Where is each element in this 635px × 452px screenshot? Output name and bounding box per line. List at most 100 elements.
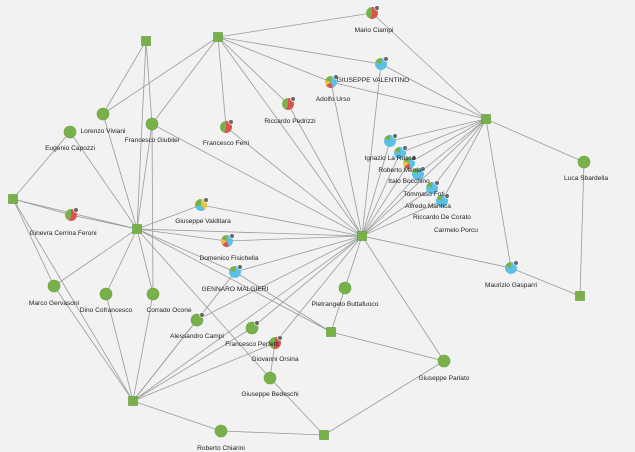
person-node-pietrangelo-buttafuoco[interactable] <box>338 281 352 295</box>
person-node-giuseppe-bedeschi[interactable] <box>263 371 277 385</box>
person-node-corrado-ocone[interactable] <box>146 287 160 301</box>
edge-eugenio-capozzi-h-center-left <box>69 131 138 230</box>
node-label-marco-gervasoni: Marco Gervasoni <box>29 300 80 307</box>
edge-ginevra-cerrina-feroni-h-center-left <box>70 214 138 230</box>
node-label-maurizio-gasparri: Maurizio Gasparri <box>485 282 538 289</box>
edge-domenico-fisichella-h-center-left <box>136 228 228 242</box>
hub-node-left[interactable] <box>8 194 18 204</box>
person-node-ginevra-cerrina-feroni[interactable] <box>64 207 79 221</box>
edge-h-center-giovanni-orsina <box>274 235 363 344</box>
node-label-pietrangelo-buttafuoco: Pietrangelo Buttafuoco <box>312 301 379 308</box>
edge-h-center-giuseppe-parlato <box>361 235 445 362</box>
person-node-mario-ciampi[interactable] <box>366 5 380 19</box>
person-node-lorenzo-viviani[interactable] <box>96 107 110 121</box>
edge-h-bottom-left-gennaro-malgieri <box>132 271 236 402</box>
edge-h-center-gennaro-malgieri <box>234 235 363 273</box>
edge-h-center-riccardo-de-corato <box>361 200 443 237</box>
hub-node-right[interactable] <box>481 114 491 124</box>
node-label-giuseppe-valditara: Giuseppe Valditara <box>175 218 231 225</box>
edge-h-right-riccardo-de-corato <box>441 118 487 202</box>
person-node-riccardo-de-corato[interactable] <box>436 193 450 207</box>
badge-icon <box>383 56 389 62</box>
person-node-ignazio-la-russa[interactable] <box>384 133 398 147</box>
person-node-luca-sbardella[interactable] <box>577 155 591 169</box>
edge-h-top-riccardo-pedrizzi <box>217 36 289 105</box>
edge-h-top-lorenzo-viviani <box>102 36 219 115</box>
person-node-eugenio-capozzi[interactable] <box>63 125 77 139</box>
edge-francesco-giubilei-corrado-ocone <box>151 123 154 295</box>
badge-icon <box>73 207 79 213</box>
person-node-giuseppe-valentino[interactable] <box>375 56 389 71</box>
edge-h-center-adolfo-urso <box>330 81 363 237</box>
edge-adolfo-urso-h-right <box>330 81 487 120</box>
edge-h-right-italo-bocchino <box>408 118 487 164</box>
node-label-domenico-fisichella: Domenico Fisichella <box>200 255 259 262</box>
person-node-francesco-giubilei[interactable] <box>145 117 159 131</box>
badge-icon <box>392 133 398 139</box>
person-node-italo-bocchino[interactable] <box>403 155 417 169</box>
person-node-alessandro-campi[interactable] <box>190 312 205 327</box>
node-label-alfredo-mantica: Alfredo Mantica <box>405 203 451 210</box>
hub-node-center[interactable] <box>357 231 367 241</box>
edge-giuseppe-valditara-h-center-left <box>136 204 202 230</box>
hub-node-bottom-left[interactable] <box>128 396 138 406</box>
hub-node-right-low[interactable] <box>575 291 585 301</box>
edge-h-center-left-corrado-ocone <box>136 228 154 295</box>
node-label-francesco-perfetti: Francesco Perfetti <box>225 341 279 348</box>
edge-h-center-alessandro-campi <box>196 235 363 321</box>
node-label-eugenio-capozzi: Eugenio Capozzi <box>45 145 95 152</box>
hub-node-center-left[interactable] <box>132 224 142 234</box>
edge-h-top-mario-ciampi <box>217 12 373 38</box>
edge-francesco-giubilei-h-center-left <box>136 123 153 230</box>
person-node-domenico-fisichella[interactable] <box>221 233 235 247</box>
badge-icon <box>228 119 234 125</box>
person-node-giuseppe-valditara[interactable] <box>195 197 209 212</box>
hub-node-top-left[interactable] <box>141 36 151 46</box>
edge-h-right-h-center <box>361 118 487 237</box>
hub-node-bottom[interactable] <box>319 430 329 440</box>
person-node-francesco-perfetti[interactable] <box>245 320 260 335</box>
edge-h-center-francesco-perfetti <box>251 235 363 329</box>
node-label-luca-sbardella: Luca Sbardella <box>564 175 608 182</box>
edge-giuseppe-valentino-h-right <box>380 63 487 120</box>
node-label-francesco-ferri: Francesco Ferri <box>203 140 250 147</box>
person-node-tommaso-foti[interactable] <box>412 166 426 180</box>
person-node-gennaro-malgieri[interactable] <box>229 264 243 279</box>
edge-lorenzo-viviani-h-center-left <box>102 113 138 230</box>
person-node-roberto-chiarini[interactable] <box>214 424 228 438</box>
edge-h-right-luca-sbardella <box>485 118 585 163</box>
edge-h-center-tommaso-foti <box>361 173 419 237</box>
person-node-maurizio-gasparri[interactable] <box>505 260 519 274</box>
person-node-alfredo-mantica[interactable] <box>426 180 440 194</box>
badge-icon <box>434 180 440 186</box>
edge-giuseppe-parlato-h-bottom <box>323 360 445 436</box>
badge-icon <box>513 260 519 266</box>
edge-h-center-francesco-ferri <box>225 126 363 237</box>
hub-node-top[interactable] <box>213 32 223 42</box>
edge-h-top-left-francesco-giubilei <box>145 40 153 125</box>
person-node-adolfo-urso[interactable] <box>325 74 339 88</box>
person-node-dino-cofrancesco[interactable] <box>99 287 113 301</box>
edge-h-center-h-top <box>217 36 363 237</box>
node-label-tommaso-foti: Tommaso Foti <box>403 191 445 198</box>
person-node-riccardo-pedrizzi[interactable] <box>282 96 296 111</box>
badge-icon <box>203 197 209 203</box>
edge-h-left-marco-gervasoni <box>12 198 55 287</box>
person-node-francesco-ferri[interactable] <box>220 119 234 134</box>
node-layer <box>8 5 591 440</box>
edge-h-center-francesco-giubilei <box>151 123 363 237</box>
edge-h-bottom-left-marco-gervasoni <box>53 285 134 402</box>
badge-icon <box>420 166 426 172</box>
edge-h-center-h-center-left <box>136 228 363 237</box>
node-label-riccardo-de-corato: Riccardo De Corato <box>413 214 471 221</box>
edge-h-right-roberto-menia <box>399 118 487 154</box>
person-node-giuseppe-parlato[interactable] <box>437 354 451 368</box>
person-node-marco-gervasoni[interactable] <box>47 279 61 293</box>
node-label-italo-bocchino: Italo Bocchino <box>388 178 430 185</box>
node-label-roberto-chiarini: Roberto Chiarini <box>197 445 245 452</box>
edge-pietrangelo-buttafuoco-h-bottom-mid <box>330 287 346 333</box>
hub-node-bottom-mid[interactable] <box>326 327 336 337</box>
person-node-roberto-menia[interactable] <box>394 145 408 159</box>
person-node-giovanni-orsina[interactable] <box>269 335 283 349</box>
